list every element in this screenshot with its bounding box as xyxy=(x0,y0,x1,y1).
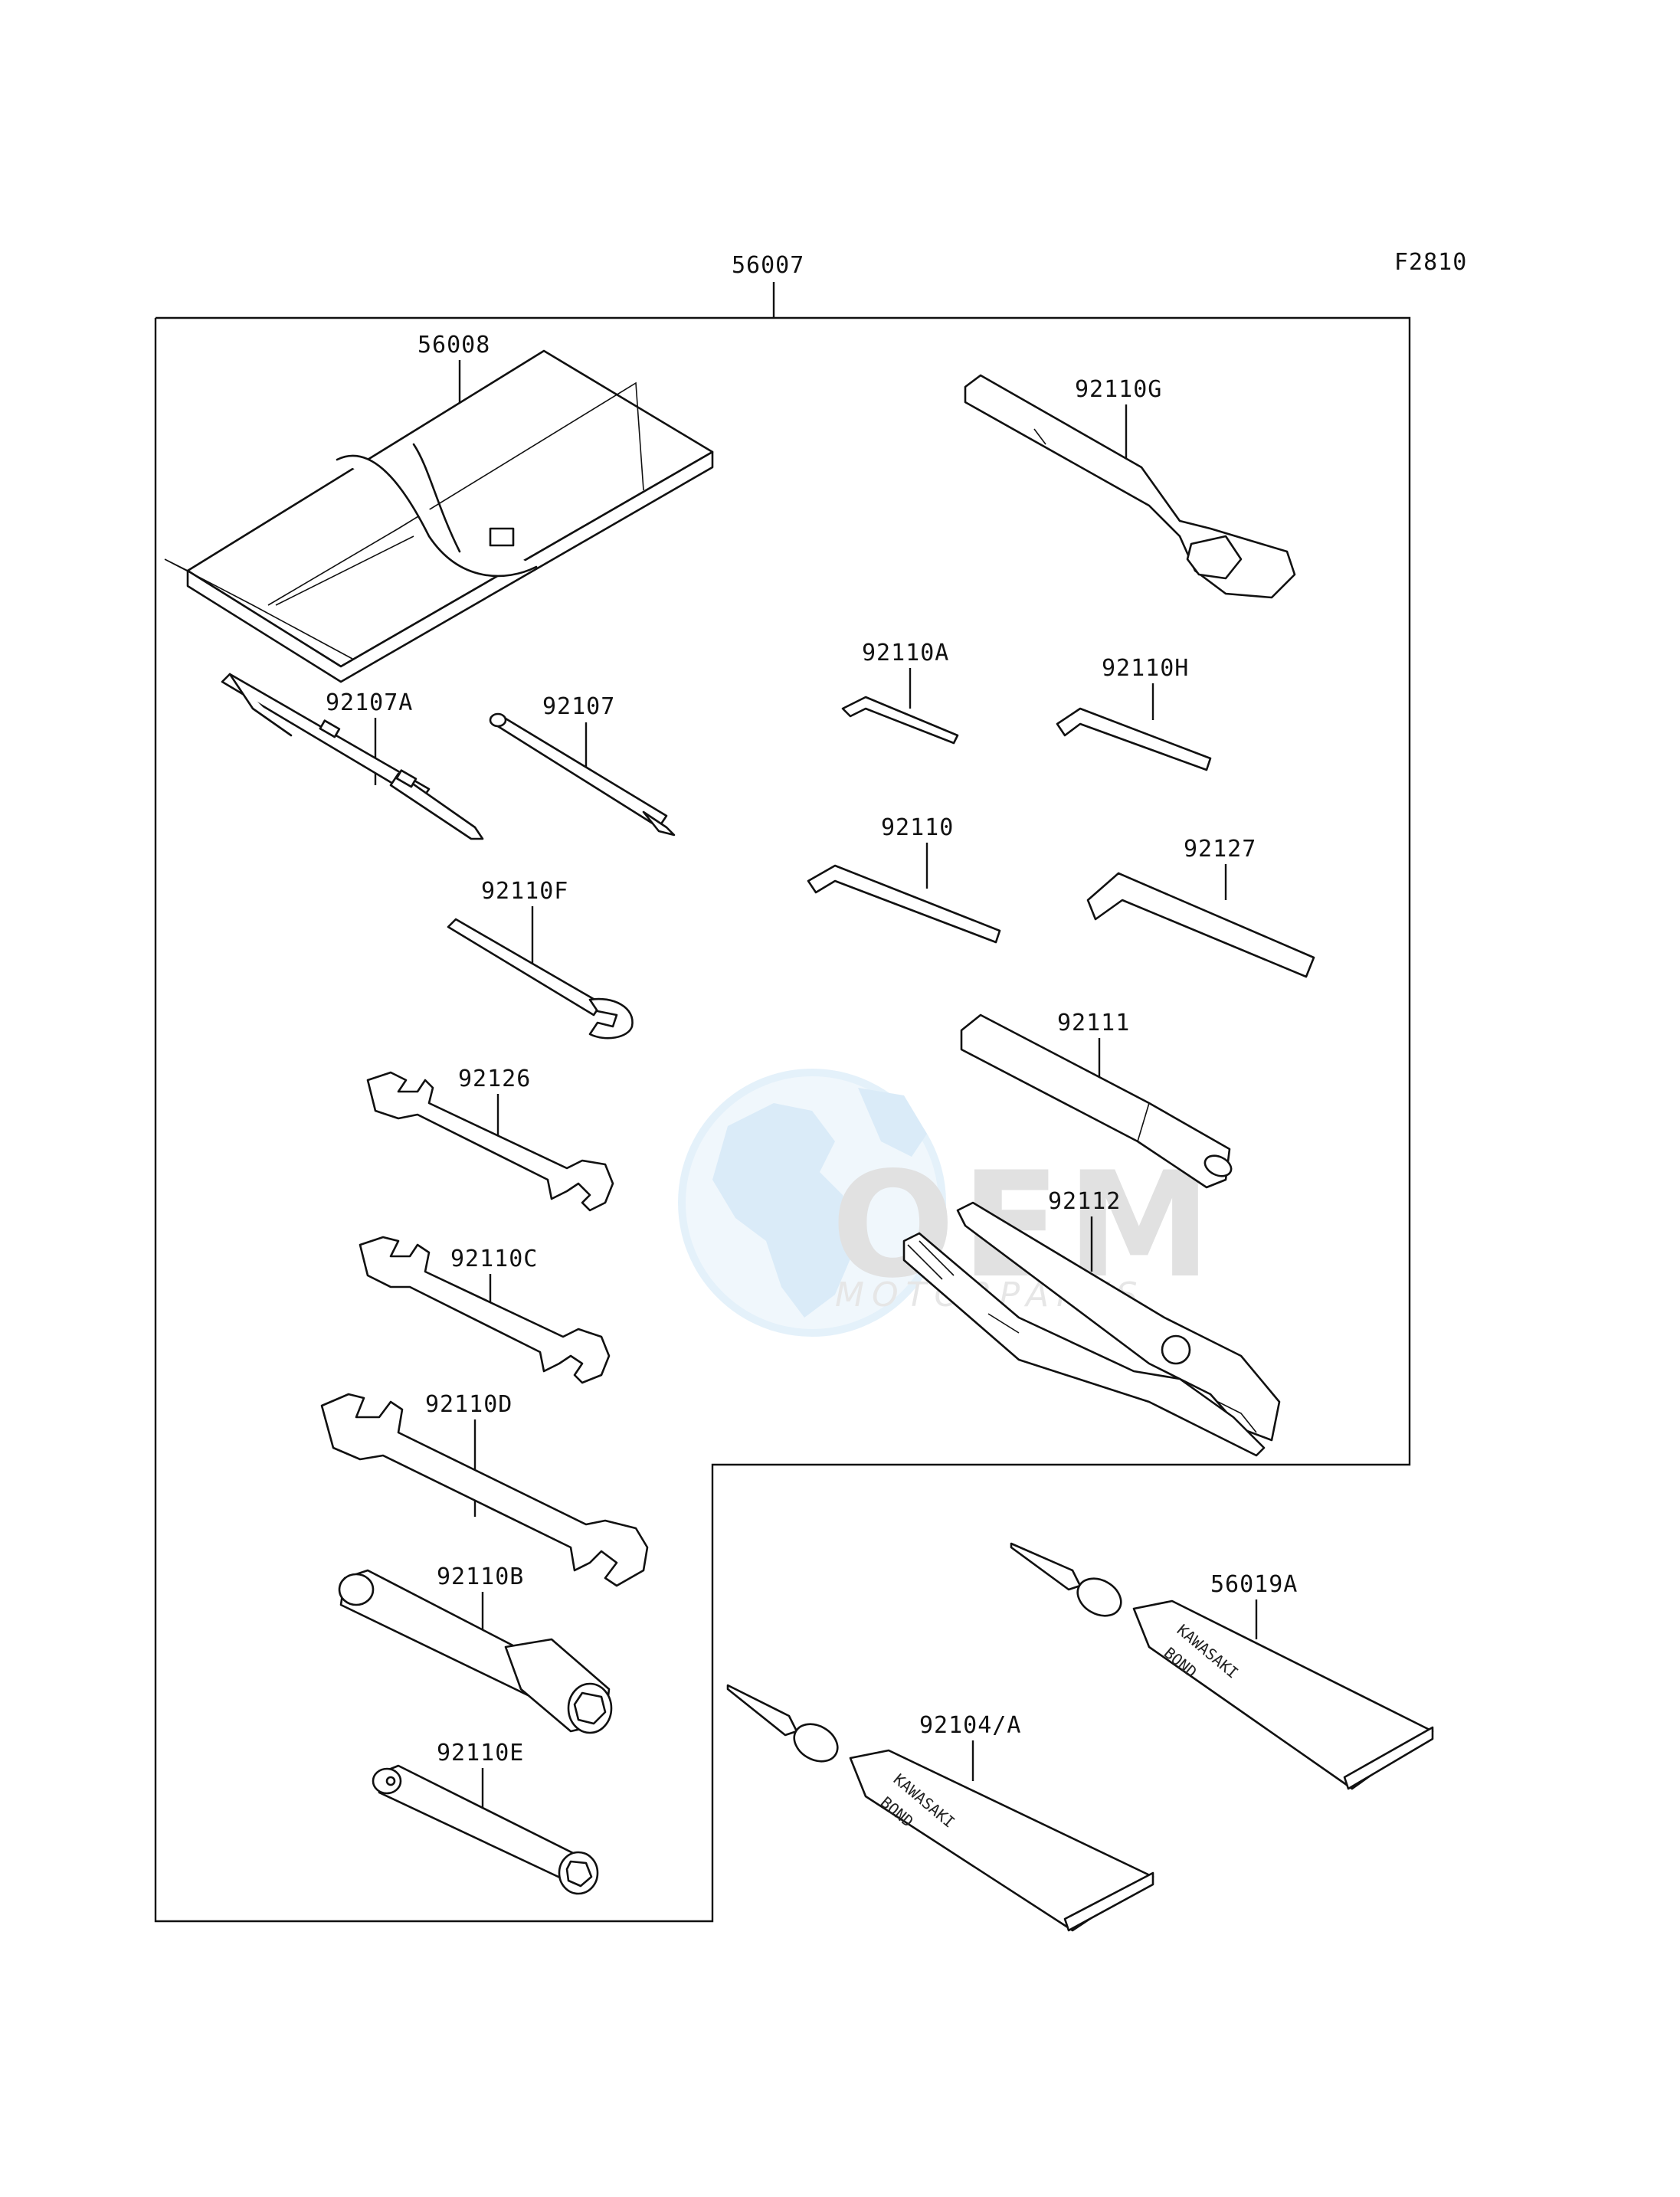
label-92107a: 92107A xyxy=(326,689,413,716)
label-56019a: 56019A xyxy=(1210,1571,1298,1598)
label-92110a: 92110A xyxy=(862,640,949,666)
label-92110e: 92110E xyxy=(437,1740,524,1766)
ring-wrench-92110g xyxy=(964,374,1296,599)
label-56008: 56008 xyxy=(418,332,490,359)
bond-tube-56019a: KAWASAKI BOND xyxy=(1010,1542,1434,1790)
label-92110f: 92110F xyxy=(481,878,568,905)
hex-key-92110h xyxy=(1056,707,1212,771)
wrench-92110d xyxy=(320,1393,649,1587)
hex-key-92127 xyxy=(1086,872,1315,978)
tool-bag-56008 xyxy=(164,349,714,683)
label-92104a: 92104/A xyxy=(919,1712,1021,1739)
bond-tube-92104a: KAWASAKI BOND xyxy=(726,1684,1154,1932)
wrench-92126 xyxy=(366,1071,614,1212)
wrench-92110f xyxy=(447,918,634,1040)
label-92112: 92112 xyxy=(1048,1188,1121,1215)
box-wrench-92110b xyxy=(338,1569,613,1734)
label-92110h: 92110H xyxy=(1102,655,1189,682)
label-92126: 92126 xyxy=(458,1066,531,1092)
screwdriver-92107a xyxy=(221,673,484,840)
wrench-92110c xyxy=(359,1236,611,1384)
label-92127: 92127 xyxy=(1184,836,1256,863)
label-92107: 92107 xyxy=(542,693,615,720)
hex-key-92110 xyxy=(807,864,1001,944)
label-92110b: 92110B xyxy=(437,1563,524,1590)
label-92110c: 92110C xyxy=(450,1246,538,1272)
label-92110: 92110 xyxy=(881,814,954,841)
label-92111: 92111 xyxy=(1057,1010,1130,1036)
hex-key-92110a xyxy=(841,696,959,745)
screwdriver-92107 xyxy=(489,712,676,837)
watermark-main: OEM xyxy=(831,1141,1217,1310)
pliers-92112 xyxy=(902,1201,1281,1457)
figure-code: F2810 xyxy=(1394,249,1467,276)
handle-92111 xyxy=(960,1013,1233,1189)
kit-boundary xyxy=(154,316,1411,1923)
label-92110g: 92110G xyxy=(1075,376,1162,403)
box-wrench-92110e xyxy=(372,1764,599,1895)
label-56007: 56007 xyxy=(732,252,804,279)
label-92110d: 92110D xyxy=(425,1391,513,1418)
